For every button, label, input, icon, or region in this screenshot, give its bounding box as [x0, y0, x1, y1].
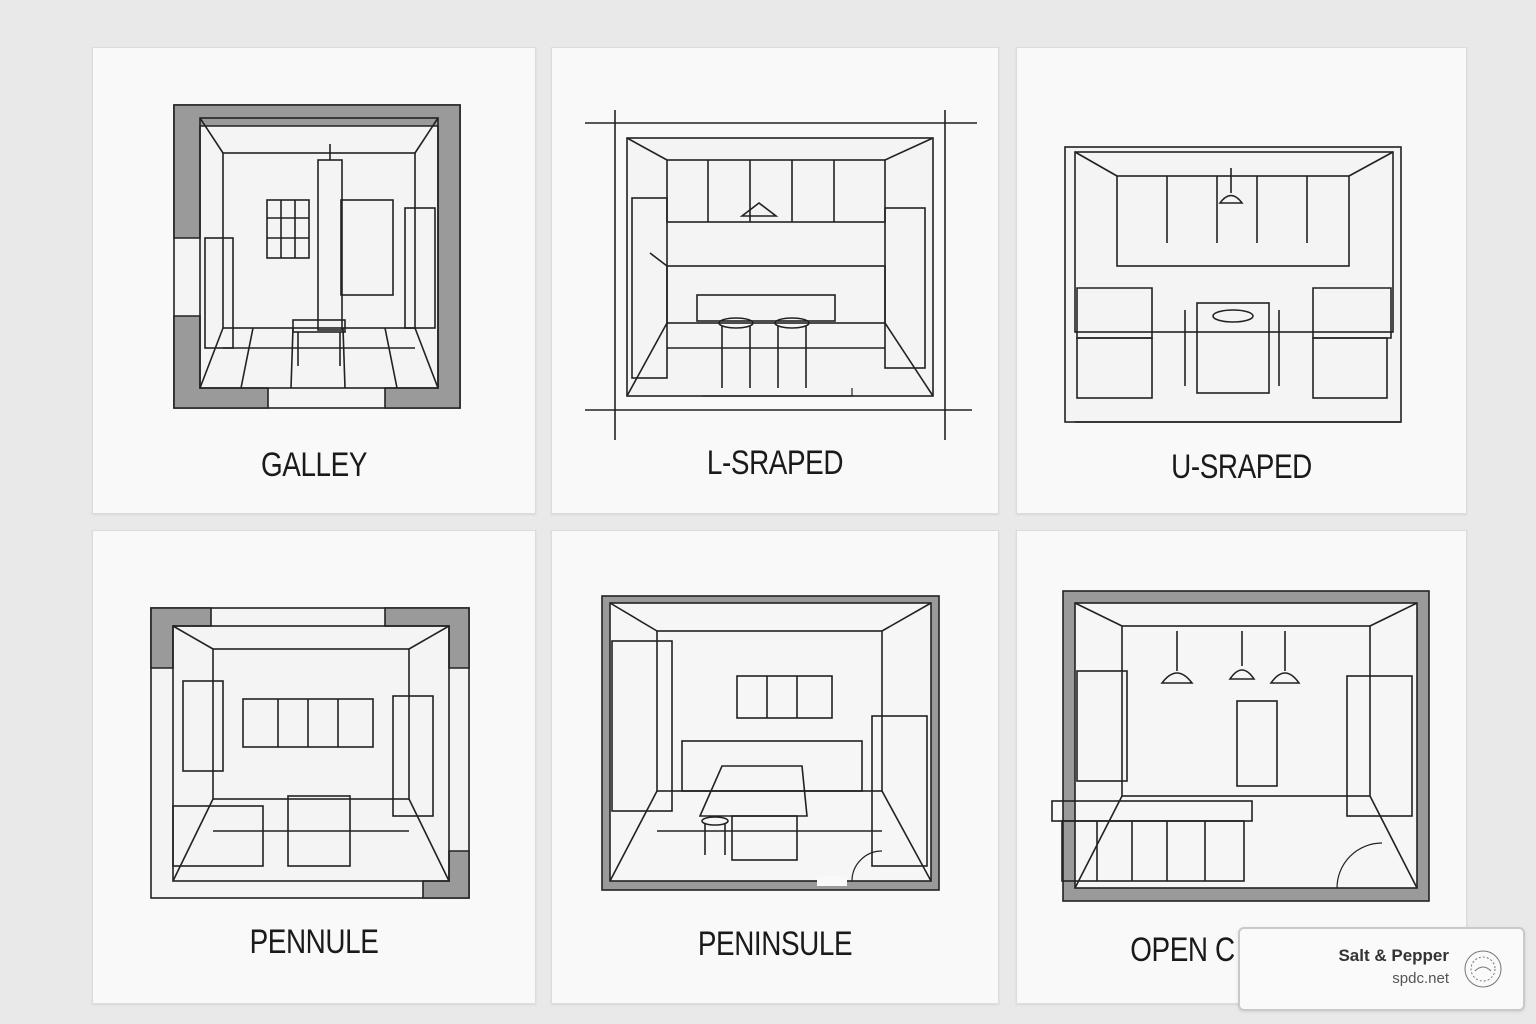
- brand-name: Salt & Pepper: [1338, 946, 1449, 965]
- layout-card-l-shaped[interactable]: L-SRAPED: [551, 47, 999, 514]
- l-shaped-kitchen-illustration: [585, 110, 977, 440]
- layout-card-open[interactable]: OPEN C: [1016, 530, 1467, 1004]
- layout-card-u-shaped[interactable]: U-SRAPED: [1016, 47, 1467, 514]
- peninsule-kitchen-illustration: [601, 595, 940, 891]
- layout-label: OPEN C: [1130, 931, 1235, 969]
- pennule-kitchen-illustration: [150, 607, 470, 899]
- layout-card-galley[interactable]: GALLEY: [92, 47, 536, 514]
- layout-card-peninsule[interactable]: PENINSULE: [551, 530, 999, 1004]
- layout-label: GALLEY: [260, 446, 368, 484]
- layout-card-pennule[interactable]: PENNULE: [92, 530, 536, 1004]
- layout-label: PENNULE: [249, 923, 379, 961]
- open-kitchen-illustration: [1051, 590, 1430, 902]
- brand-url: spdc.net: [1392, 970, 1449, 987]
- u-shaped-kitchen-illustration: [1064, 146, 1402, 423]
- galley-kitchen-illustration: [173, 104, 461, 409]
- layout-label: PENINSULE: [697, 925, 853, 963]
- layout-label: L-SRAPED: [706, 444, 844, 482]
- salt-pepper-seal-icon: [1464, 950, 1502, 988]
- brand-badge[interactable]: Salt & Pepper spdc.net: [1238, 927, 1525, 1011]
- layout-label: U-SRAPED: [1171, 448, 1312, 486]
